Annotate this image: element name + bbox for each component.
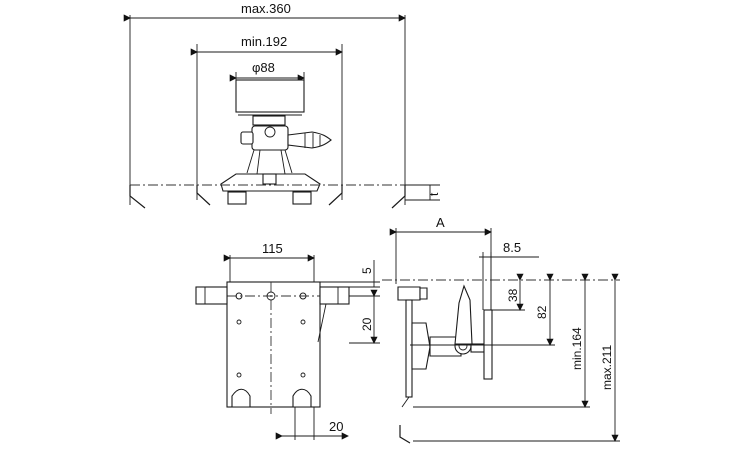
inner-jaw-outline bbox=[196, 185, 343, 206]
left-clamp-block bbox=[195, 286, 228, 305]
side-lever-handle bbox=[454, 284, 473, 345]
front-5-label: 5 bbox=[360, 267, 374, 274]
side-view: A 8.5 38 82 bbox=[382, 215, 620, 444]
side-lower-clamp-line bbox=[401, 396, 410, 408]
front-hole-middle-left bbox=[236, 319, 242, 325]
side-min164-label: min.164 bbox=[570, 327, 584, 370]
right-clamp-block bbox=[319, 286, 350, 305]
side-82-label: 82 bbox=[535, 305, 549, 319]
front-lower-left-foot bbox=[231, 388, 251, 408]
side-A-label: A bbox=[436, 215, 445, 230]
joint-arm-lines bbox=[246, 149, 293, 175]
left-foot-top-view bbox=[227, 191, 247, 205]
front-hole-top-right bbox=[299, 292, 307, 300]
joint-bolt-circle bbox=[264, 126, 276, 138]
outer-jaw-outline bbox=[129, 185, 406, 209]
front-lower-right-foot bbox=[292, 388, 312, 408]
center-bracket-block bbox=[262, 173, 277, 185]
side-bracket bbox=[411, 322, 431, 370]
front-width-label: 115 bbox=[262, 241, 283, 256]
side-clamp-top-block bbox=[397, 286, 421, 301]
front-view: 115 5 20 bbox=[195, 241, 380, 440]
top-view: max.360 min.192 φ88 bbox=[123, 1, 441, 209]
front-hole-middle-right bbox=[300, 319, 306, 325]
front-hole-lower-right bbox=[300, 372, 306, 378]
side-small-knob bbox=[419, 287, 428, 300]
min-width-label: min.192 bbox=[241, 34, 287, 49]
joint-housing bbox=[251, 125, 289, 151]
lever-handle-top-view bbox=[287, 131, 332, 149]
round-plate-top-view bbox=[235, 79, 305, 113]
front-mount-plate bbox=[226, 281, 321, 408]
front-hole-lower-left bbox=[236, 372, 242, 378]
front-right-rib bbox=[317, 303, 327, 343]
left-knob bbox=[240, 131, 254, 145]
front-hole-top-left bbox=[235, 292, 243, 300]
side-round-plate bbox=[483, 309, 493, 380]
side-lower-jaw-outline bbox=[399, 425, 411, 444]
front-20-right-label: 20 bbox=[360, 317, 374, 331]
thickness-label: t bbox=[427, 192, 441, 196]
side-max211-label: max.211 bbox=[600, 345, 614, 390]
side-joint-body bbox=[429, 336, 462, 357]
side-38-label: 38 bbox=[506, 288, 520, 302]
side-main-plate bbox=[405, 299, 413, 398]
front-bottom-label: 20 bbox=[329, 419, 343, 434]
max-width-label: max.360 bbox=[241, 1, 291, 16]
side-8-5-label: 8.5 bbox=[503, 240, 521, 255]
right-foot-top-view bbox=[292, 191, 312, 205]
diameter-label: φ88 bbox=[252, 60, 275, 75]
front-center-bolt bbox=[266, 291, 276, 301]
upper-joint-cap bbox=[252, 115, 286, 126]
